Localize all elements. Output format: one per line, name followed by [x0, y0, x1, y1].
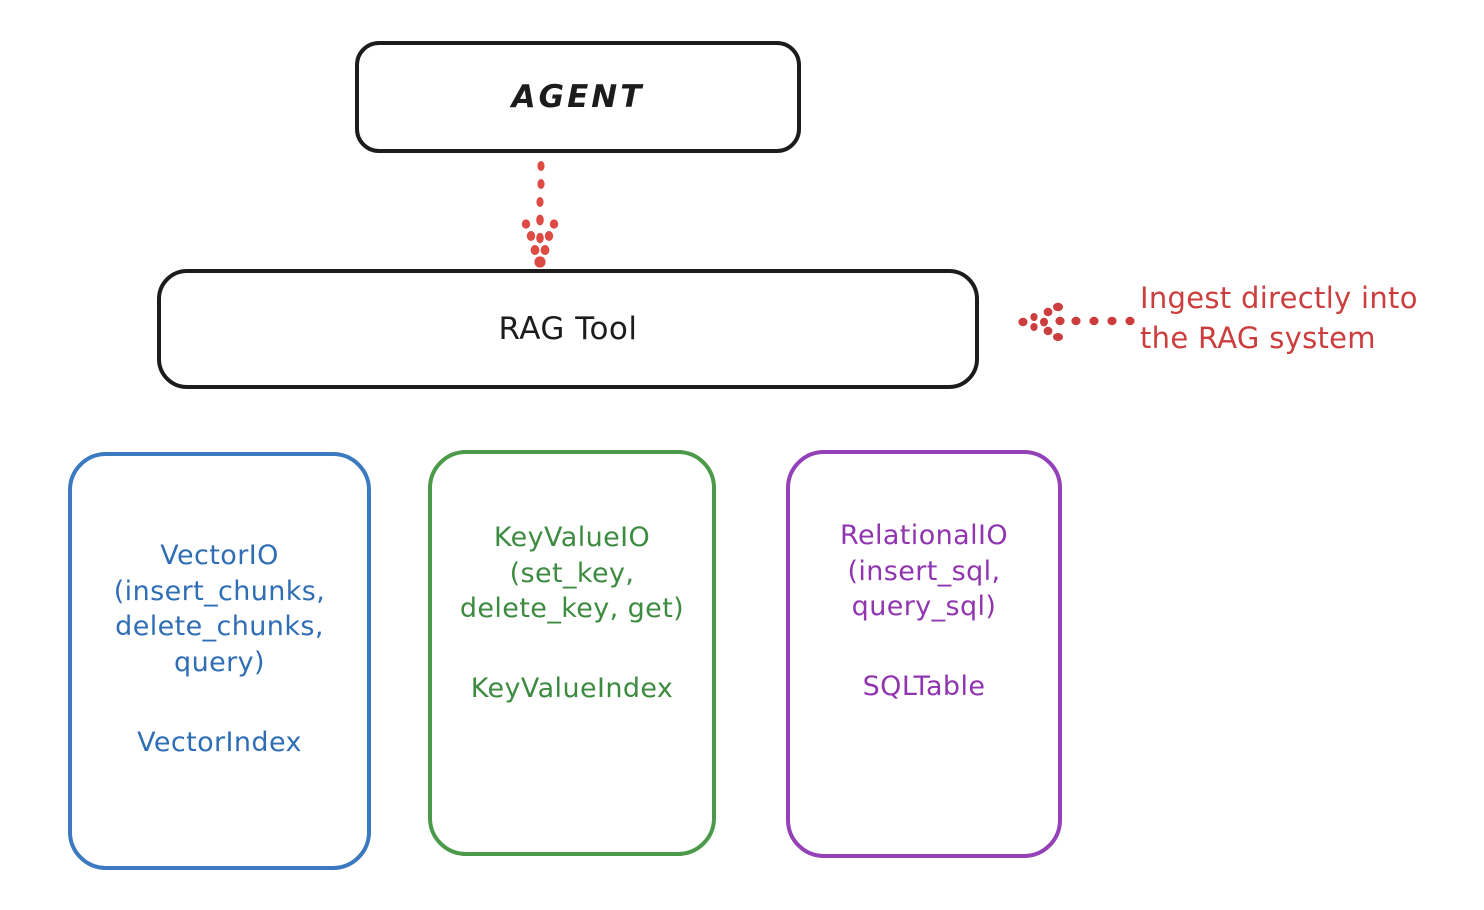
- connector-ingest-to-rag-tool-dotted-arrow-icon: [1018, 302, 1135, 341]
- node-agent-label: AGENT: [511, 78, 645, 115]
- node-agent[interactable]: AGENT: [355, 41, 801, 153]
- node-key-value-io-sublabel: KeyValueIndex: [470, 672, 674, 704]
- node-relational-io-sublabel: SQLTable: [862, 670, 986, 702]
- node-rag-tool[interactable]: RAG Tool: [157, 269, 979, 389]
- node-relational-io-content: RelationalIO (insert_sql, query_sql) SQL…: [790, 518, 1058, 702]
- node-key-value-io[interactable]: KeyValueIO (set_key, delete_key, get) Ke…: [428, 450, 716, 856]
- node-vector-io-sublabel: VectorIndex: [137, 726, 302, 758]
- node-relational-io[interactable]: RelationalIO (insert_sql, query_sql) SQL…: [786, 450, 1062, 858]
- node-key-value-io-label: KeyValueIO (set_key, delete_key, get): [459, 522, 685, 625]
- node-vector-io[interactable]: VectorIO (insert_chunks, delete_chunks, …: [68, 452, 371, 870]
- node-key-value-io-content: KeyValueIO (set_key, delete_key, get) Ke…: [432, 520, 712, 704]
- connector-agent-to-rag-tool-dotted-arrow-icon: [521, 161, 559, 268]
- node-rag-tool-label: RAG Tool: [498, 310, 638, 347]
- node-vector-io-content: VectorIO (insert_chunks, delete_chunks, …: [72, 538, 367, 758]
- node-relational-io-label: RelationalIO (insert_sql, query_sql): [840, 520, 1008, 623]
- annotation-ingest-directly: Ingest directly into the RAG system: [1140, 281, 1418, 356]
- node-vector-io-label: VectorIO (insert_chunks, delete_chunks, …: [113, 540, 326, 678]
